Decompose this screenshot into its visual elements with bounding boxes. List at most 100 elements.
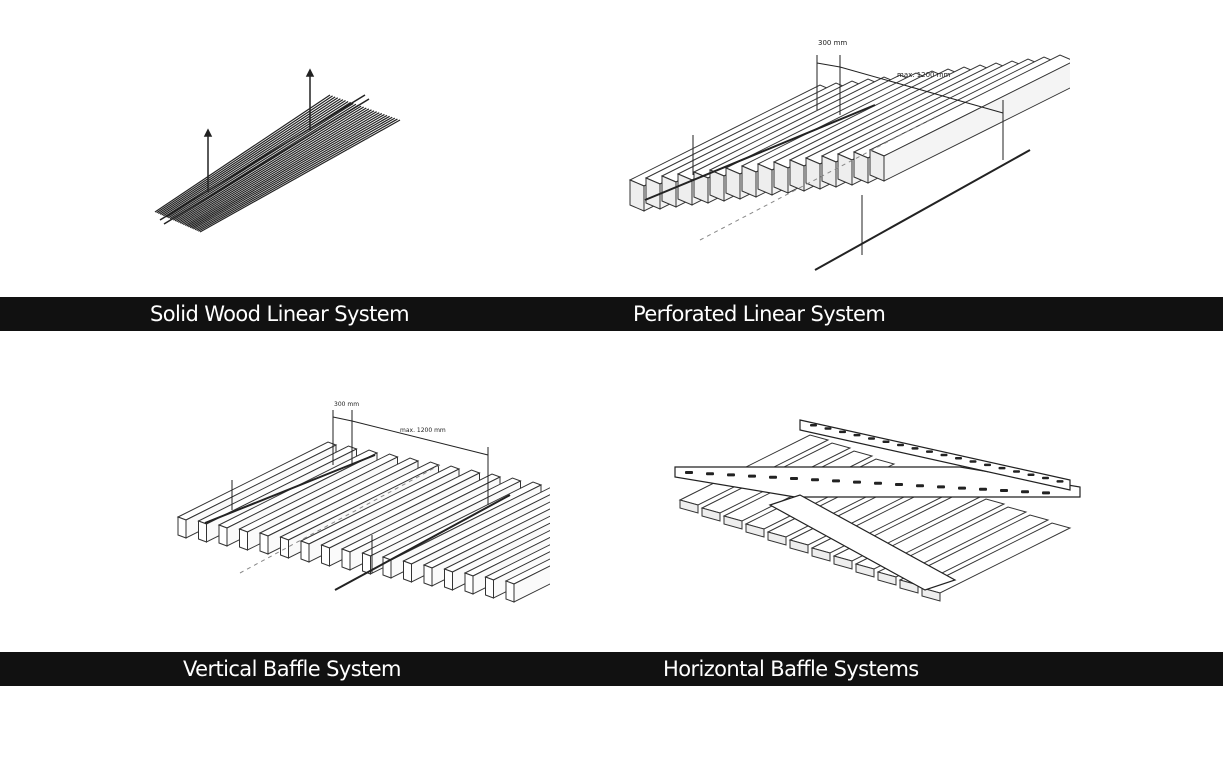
perforated-slat-end — [773, 161, 789, 194]
carrier-slot — [1042, 476, 1049, 480]
carrier-slot — [790, 477, 798, 480]
carrier-slot — [998, 466, 1006, 470]
carrier-slot — [895, 483, 903, 486]
carrier-slot — [853, 480, 861, 484]
baffle-end — [485, 576, 494, 599]
wood-slat — [188, 113, 383, 228]
wood-slat — [198, 118, 398, 232]
carrier-slot — [748, 474, 756, 478]
carrier-slot — [911, 447, 919, 450]
perforated-slat-end — [677, 173, 693, 206]
carrier-slot — [706, 472, 714, 476]
carrier-slot — [979, 487, 987, 491]
carrier-slot — [916, 484, 924, 488]
wood-slat — [193, 115, 390, 230]
carrier-rail — [644, 104, 876, 201]
wood-slat — [191, 114, 388, 229]
perforated-slat-end — [837, 153, 853, 186]
horizontal-baffle-drawing — [674, 419, 1081, 602]
baffle-end — [464, 572, 474, 595]
carrier-slot — [1056, 480, 1064, 483]
perforated-slat-end — [869, 149, 885, 182]
carrier-slot — [882, 440, 890, 443]
carrier-slot — [832, 479, 840, 483]
perforated-slat-end — [853, 151, 869, 184]
wood-slat — [181, 109, 372, 225]
wood-slat — [169, 102, 354, 220]
perforated-slat-end — [757, 163, 773, 196]
wood-slat — [183, 110, 375, 226]
perforated-slat-end — [741, 165, 757, 198]
carrier-slot — [810, 424, 817, 427]
carrier-slot — [897, 443, 904, 447]
solid-wood-linear-drawing — [154, 68, 401, 233]
wood-slat — [164, 100, 346, 217]
carrier-slot — [727, 473, 735, 477]
carrier-slot — [926, 450, 933, 453]
pitch-dimension-label: 300 mm — [818, 39, 847, 47]
carrier-slot — [984, 463, 991, 467]
carrier-slot — [769, 475, 777, 479]
carrier-slot — [969, 460, 977, 463]
perforated-slat-end — [725, 167, 741, 200]
perforated-slat-face — [883, 62, 1070, 182]
wood-slat — [163, 99, 344, 217]
baffle-end — [403, 560, 412, 583]
perforated-linear-drawing: 300 mm max. 1200 mm — [628, 39, 1070, 271]
perforated-slat-end — [805, 157, 821, 190]
vertical-baffle-drawing: 300 mm max. 1200 mm — [176, 401, 550, 603]
baffle-end — [218, 524, 228, 547]
wood-slat — [184, 111, 377, 226]
pitch-dimension-label: 300 mm — [334, 401, 359, 408]
caption-vertical-baffle: Vertical Baffle System — [183, 657, 401, 681]
carrier-slot — [1042, 491, 1050, 495]
carrier-slot — [811, 478, 819, 482]
caption-band-bottom: Vertical Baffle System Horizontal Baffle… — [0, 652, 1223, 686]
baffle-end — [259, 532, 269, 555]
wood-slat — [156, 95, 333, 214]
caption-horizontal-baffle: Horizontal Baffle Systems — [663, 657, 919, 681]
carrier-slot — [958, 486, 966, 490]
main-carrier — [799, 419, 1071, 491]
wood-slat — [154, 94, 331, 213]
carrier-slot — [824, 427, 832, 430]
wood-slat — [158, 96, 336, 214]
carrier-slot — [853, 433, 861, 437]
carrier-slot — [868, 437, 875, 440]
carrier-rail — [204, 454, 376, 524]
wood-slat — [186, 112, 380, 227]
carrier-slot — [1027, 473, 1035, 476]
wood-slat — [189, 113, 385, 229]
baffle-end — [505, 580, 515, 603]
carrier-slot — [1000, 489, 1008, 492]
carrier-slot — [1013, 470, 1020, 473]
carrier-slot — [874, 481, 882, 485]
baffle-end — [300, 540, 310, 563]
wood-slat — [159, 97, 339, 215]
span-dimension-label: max. 1200 mm — [897, 71, 951, 79]
cross-tee — [768, 494, 957, 591]
carrier-slot — [839, 430, 846, 434]
perforated-slat-end — [821, 155, 837, 188]
caption-solid-wood-linear: Solid Wood Linear System — [150, 302, 410, 326]
perforated-slat-end — [709, 169, 725, 202]
baffle-end — [341, 548, 351, 571]
wood-slat — [178, 107, 367, 223]
carrier-slot — [1021, 490, 1029, 494]
carrier-rail — [814, 149, 1031, 271]
wood-slat — [176, 106, 365, 223]
wood-slat — [199, 119, 401, 233]
carrier-slot — [940, 453, 948, 457]
baffle-end — [239, 528, 248, 551]
baffle-end — [321, 544, 330, 567]
carrier-slot — [955, 457, 962, 460]
baffle-end — [198, 520, 207, 543]
baffle-end — [280, 536, 289, 559]
caption-perforated-linear: Perforated Linear System — [633, 302, 886, 326]
baffle-face — [513, 565, 550, 603]
perforated-slat-end — [645, 177, 661, 210]
perforated-slat-end — [629, 179, 645, 212]
carrier-rail — [334, 494, 511, 591]
carrier-rail — [159, 94, 366, 221]
span-dimension-label: max. 1200 mm — [400, 427, 446, 434]
